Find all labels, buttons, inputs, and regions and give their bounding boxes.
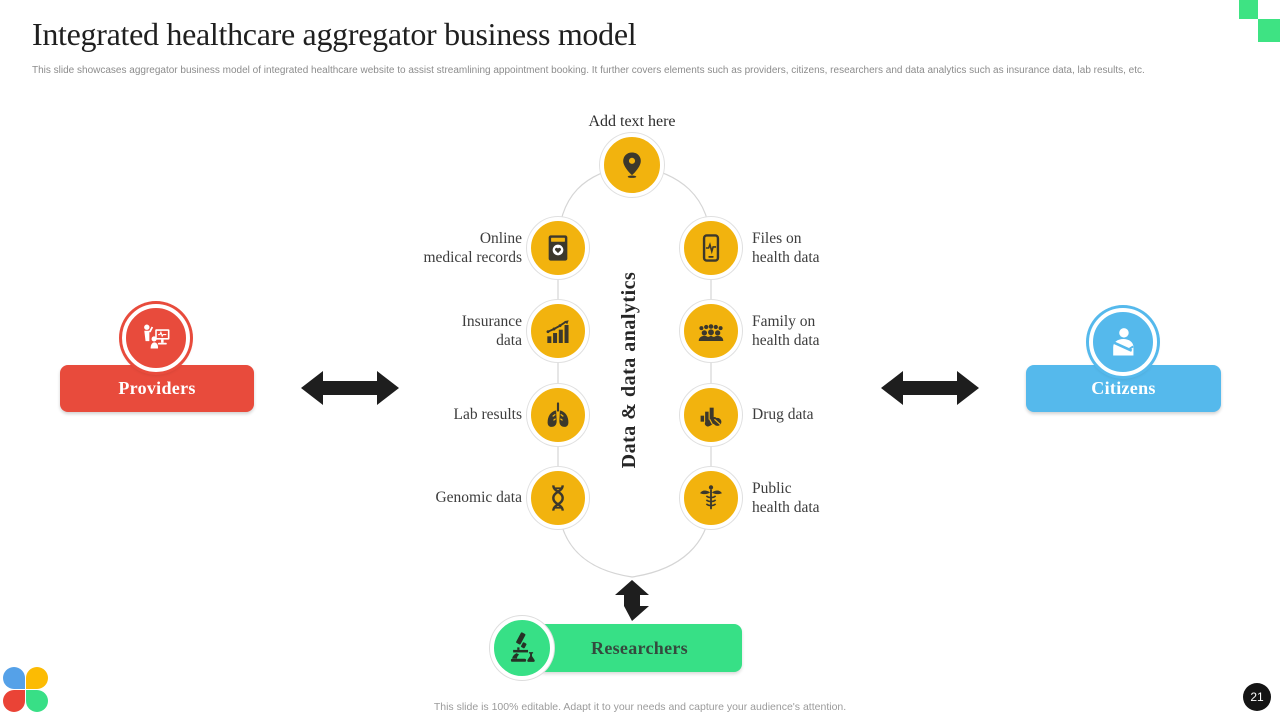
patient-icon — [1113, 328, 1134, 356]
corner-square-decoration — [1258, 19, 1280, 42]
slide-subtitle[interactable]: This slide showcases aggregator business… — [32, 65, 1145, 76]
doctor-computer-icon — [144, 324, 170, 349]
medical-book-icon — [548, 235, 568, 261]
label-family-on-health-data[interactable]: Family on health data — [752, 313, 820, 349]
lungs-icon — [547, 402, 569, 427]
right-double-arrow — [881, 371, 979, 405]
microscope-icon — [510, 632, 535, 662]
researchers-button[interactable]: Researchers — [537, 624, 742, 672]
logo-petal-blue — [3, 667, 25, 689]
smartphone-icon — [702, 234, 720, 262]
page-number-badge: 21 — [1243, 683, 1271, 711]
slide-footer-note: This slide is 100% editable. Adapt it to… — [433, 701, 847, 713]
logo-petal-green — [26, 690, 48, 712]
node-lab-results[interactable] — [527, 384, 589, 446]
label-files-on-health-data[interactable]: Files on health data — [752, 230, 820, 266]
logo-petal-yellow — [26, 667, 48, 689]
label-public-health-data[interactable]: Public health data — [752, 480, 820, 516]
corner-square-decoration — [1239, 0, 1258, 19]
node-top[interactable] — [600, 133, 664, 197]
node-genomic-data[interactable] — [527, 467, 589, 529]
map-pin-icon — [623, 152, 641, 178]
logo-petal-red — [3, 690, 25, 712]
label-insurance-data[interactable]: Insurance data — [461, 313, 522, 349]
bottom-vertical-double-arrow — [615, 580, 649, 621]
providers-button[interactable]: Providers — [60, 365, 254, 412]
node-family-on-health-data[interactable] — [680, 300, 742, 362]
dna-icon — [552, 485, 564, 511]
add-text-placeholder[interactable]: Add text here — [588, 113, 676, 130]
providers-badge[interactable] — [122, 304, 190, 372]
researchers-badge[interactable] — [490, 616, 554, 680]
citizens-badge[interactable] — [1089, 308, 1157, 376]
bar-chart-icon — [546, 320, 569, 343]
node-online-medical-records[interactable] — [527, 217, 589, 279]
label-drug-data[interactable]: Drug data — [752, 406, 814, 423]
node-public-health-data[interactable] — [680, 467, 742, 529]
label-genomic-data[interactable]: Genomic data — [435, 489, 522, 506]
label-lab-results[interactable]: Lab results — [453, 406, 522, 423]
brand-flower-logo — [3, 667, 49, 713]
center-axis-label[interactable]: Data & data analytics — [618, 271, 640, 469]
label-online-medical-records[interactable]: Online medical records — [423, 230, 522, 266]
caduceus-icon — [700, 485, 722, 510]
node-files-on-health-data[interactable] — [680, 217, 742, 279]
people-group-icon — [698, 324, 724, 341]
node-insurance-data[interactable] — [527, 300, 589, 362]
left-double-arrow — [301, 371, 399, 405]
page-title[interactable]: Integrated healthcare aggregator busines… — [32, 16, 637, 52]
drug-chart-icon — [700, 407, 722, 427]
node-drug-data[interactable] — [680, 384, 742, 446]
